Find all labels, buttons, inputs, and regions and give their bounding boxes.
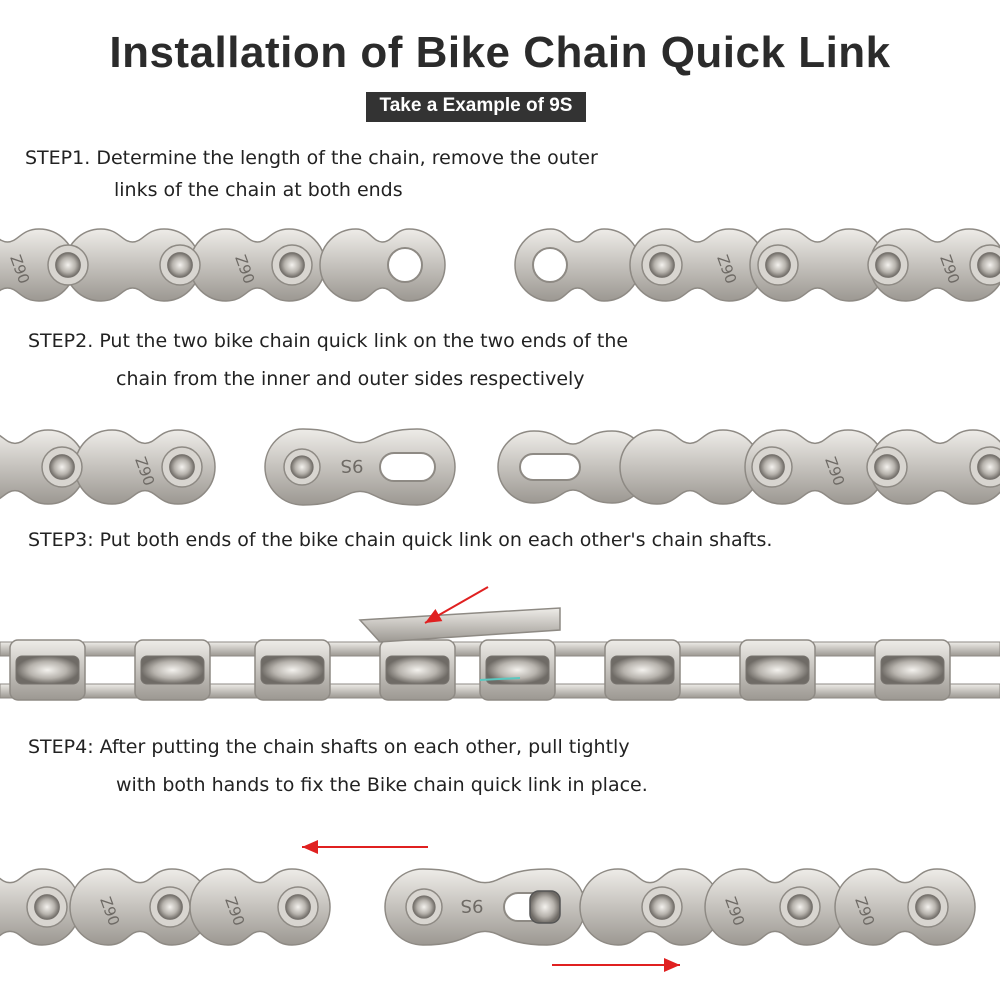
quick-link-pin-left-center xyxy=(290,455,314,479)
step-4-line-1: After putting the chain shafts on each o… xyxy=(99,736,630,758)
chain-image-step-3 xyxy=(0,586,1000,701)
step-1-label: STEP1. xyxy=(25,147,91,169)
chain-end-plate-right xyxy=(514,228,641,302)
step-4-label: STEP4: xyxy=(28,736,94,758)
chain-plate-right-1 xyxy=(704,868,846,946)
page-title: Installation of Bike Chain Quick Link xyxy=(109,28,891,77)
quick-link-plate xyxy=(384,868,586,946)
side-roller-center-7 xyxy=(880,655,945,685)
chain-pin-left-1-center xyxy=(167,252,193,278)
chain-plate-right-2 xyxy=(834,868,976,946)
quick-link-tilted-plate xyxy=(358,607,561,643)
chain-pin-left-0-center xyxy=(34,894,60,920)
chain-empty-hole-right xyxy=(532,247,568,283)
chain-pin-right-2-center xyxy=(915,894,941,920)
chain-plate-left-0 xyxy=(0,228,76,302)
quick-link-clip xyxy=(479,677,521,681)
chain-pin-left-1-center xyxy=(157,894,183,920)
chain-pin-right-3-center xyxy=(977,252,1000,278)
chain-pin-left-1-center xyxy=(169,454,195,480)
step-4-text: STEP4: After putting the chain shafts on… xyxy=(28,728,648,804)
step-1-line-2: links of the chain at both ends xyxy=(114,179,403,201)
step-1-line-1: Determine the length of the chain, remov… xyxy=(96,147,598,169)
side-roller-center-4 xyxy=(485,655,550,685)
side-roller-center-5 xyxy=(610,655,675,685)
chain-pin-right-0-center xyxy=(649,894,675,920)
chain-pin-left-2-center xyxy=(285,894,311,920)
quick-link-marking: 9S xyxy=(341,455,364,476)
step-2-text: STEP2. Put the two bike chain quick link… xyxy=(28,322,628,398)
chain-pin-right-2-center xyxy=(875,252,901,278)
red-arrow-step-3-head xyxy=(425,608,443,623)
chain-pin-right-2-center xyxy=(977,454,1000,480)
chain-end-plate-left xyxy=(319,228,446,302)
quick-link-slot-left xyxy=(379,452,436,482)
chain-pin-left-0-center xyxy=(55,252,81,278)
quick-link-shaft xyxy=(529,890,561,924)
quick-link-slot-right xyxy=(519,453,581,481)
step-4-line-2: with both hands to fix the Bike chain qu… xyxy=(116,774,648,796)
red-arrow-pull-right-head xyxy=(664,958,680,972)
subtitle-wrap: Take a Example of 9S xyxy=(0,92,1000,122)
chain-pin-right-1-center xyxy=(874,454,900,480)
chain-pin-right-1-center xyxy=(787,894,813,920)
chain-pin-right-1-center xyxy=(765,252,791,278)
step-3-line-1: Put both ends of the bike chain quick li… xyxy=(99,529,773,551)
chain-pin-right-0-center xyxy=(649,252,675,278)
step-1-text: STEP1. Determine the length of the chain… xyxy=(25,142,598,206)
subtitle-badge: Take a Example of 9S xyxy=(365,92,587,122)
step-3-label: STEP3: xyxy=(28,529,94,551)
chain-plate-right-0 xyxy=(619,429,761,505)
red-arrow-pull-left-head xyxy=(302,840,318,854)
step-2-label: STEP2. xyxy=(28,330,94,352)
side-roller-center-1 xyxy=(140,655,205,685)
chain-pin-left-2-center xyxy=(279,252,305,278)
chain-pin-left-0-center xyxy=(49,454,75,480)
chain-empty-hole-left xyxy=(387,247,423,283)
side-roller-center-2 xyxy=(260,655,325,685)
step-3-text: STEP3: Put both ends of the bike chain q… xyxy=(28,524,772,556)
side-roller-center-3 xyxy=(385,655,450,685)
quick-link-marking: 9S xyxy=(461,895,484,916)
quick-link-pin-center xyxy=(412,895,436,919)
chain-pin-right-0-center xyxy=(759,454,785,480)
step-2-line-1: Put the two bike chain quick link on the… xyxy=(99,330,629,352)
step-2-line-2: chain from the inner and outer sides res… xyxy=(116,368,585,390)
side-roller-center-0 xyxy=(15,655,80,685)
quick-link-plate-left xyxy=(264,428,456,506)
side-roller-center-6 xyxy=(745,655,810,685)
